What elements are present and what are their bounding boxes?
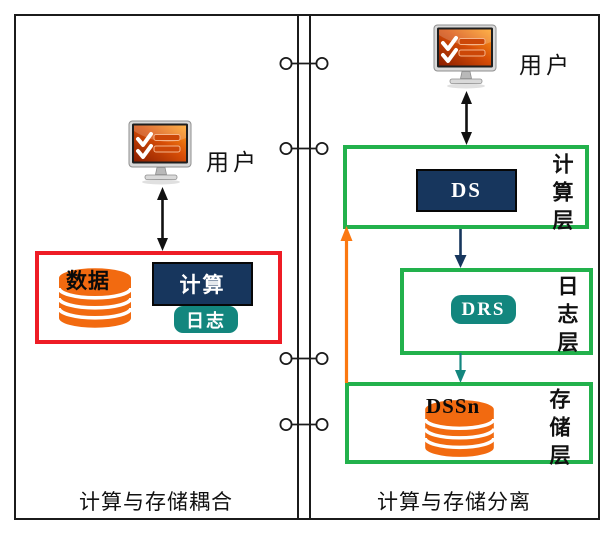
notebook-border <box>14 14 600 520</box>
left-caption: 计算与存储耦合 <box>79 490 233 514</box>
ds-node: DS <box>416 169 517 212</box>
data-label: 数据 <box>66 269 110 293</box>
double-arrow-icon <box>461 91 472 145</box>
compute-node: 计算 <box>152 262 253 306</box>
storage-layer-label: 存储层 <box>547 388 571 472</box>
binding-ring-icon <box>279 57 329 70</box>
double-arrow-icon <box>157 187 168 251</box>
storage-layer-box <box>345 382 593 464</box>
log-layer-label: 日志层 <box>555 275 579 359</box>
drs-node: DRS <box>451 295 516 324</box>
binding-ring-icon <box>279 352 329 365</box>
compute-layer-label: 计算层 <box>550 153 574 237</box>
up-arrow-icon <box>340 226 353 383</box>
dssn-database-icon <box>423 400 496 457</box>
user-monitor-icon <box>433 24 497 89</box>
user-label: 用户 <box>519 53 573 78</box>
log-layer-box <box>400 268 593 355</box>
page-divider-line-right <box>309 14 311 520</box>
user-label: 用户 <box>206 150 260 175</box>
right-caption: 计算与存储分离 <box>377 490 531 514</box>
down-arrow-icon <box>455 353 466 383</box>
dssn-label: DSSn <box>426 394 481 418</box>
down-arrow-icon <box>454 229 467 268</box>
coupled-system-box <box>35 251 282 344</box>
user-monitor-icon <box>128 120 192 185</box>
data-database-icon <box>57 268 133 328</box>
binding-ring-icon <box>279 418 329 431</box>
binding-ring-icon <box>279 142 329 155</box>
page-divider-line-left <box>297 14 299 520</box>
log-node: 日志 <box>174 306 238 333</box>
compute-layer-box <box>343 145 589 229</box>
